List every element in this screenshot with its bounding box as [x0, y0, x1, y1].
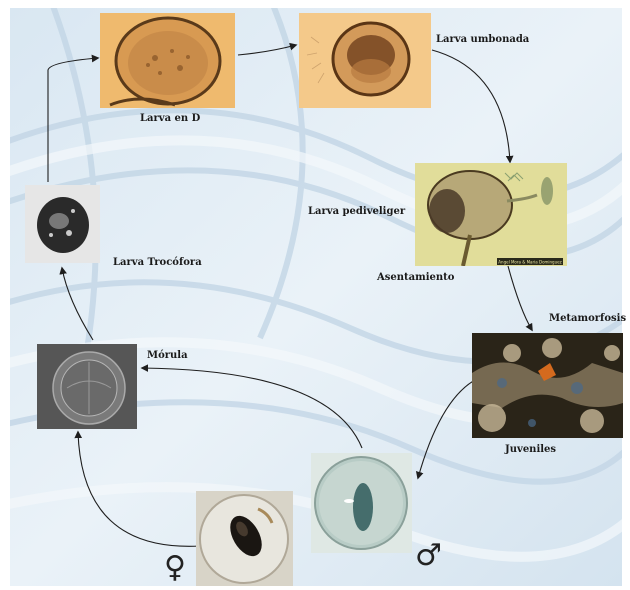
label-larva-d: Larva en D [140, 113, 200, 124]
label-morula: Mórula [147, 350, 188, 361]
label-juveniles: Juveniles [505, 444, 556, 455]
label-metamorfosis: Metamorfosis [549, 313, 626, 324]
photo-juveniles [472, 333, 623, 438]
photo-male-dish [311, 453, 412, 553]
photo-larva-d [100, 13, 235, 108]
photo-morula [37, 344, 137, 429]
photo-larva-trocofora [25, 185, 100, 263]
label-larva-trocofora: Larva Trocófora [113, 257, 202, 268]
photo-larva-pediveliger: Angel Mora & Maria Dominguez [415, 163, 567, 266]
photo-female-dish [196, 491, 293, 586]
female-symbol-icon: ♀ [164, 553, 186, 583]
photo-larva-umbonada [299, 13, 431, 108]
male-symbol-icon: ♂ [415, 541, 442, 571]
photo-caption: Angel Mora & Maria Dominguez [498, 260, 561, 265]
label-larva-umbonada: Larva umbonada [436, 34, 529, 45]
label-asentamiento: Asentamiento [377, 272, 454, 283]
label-larva-pediveliger: Larva pediveliger [308, 206, 405, 217]
